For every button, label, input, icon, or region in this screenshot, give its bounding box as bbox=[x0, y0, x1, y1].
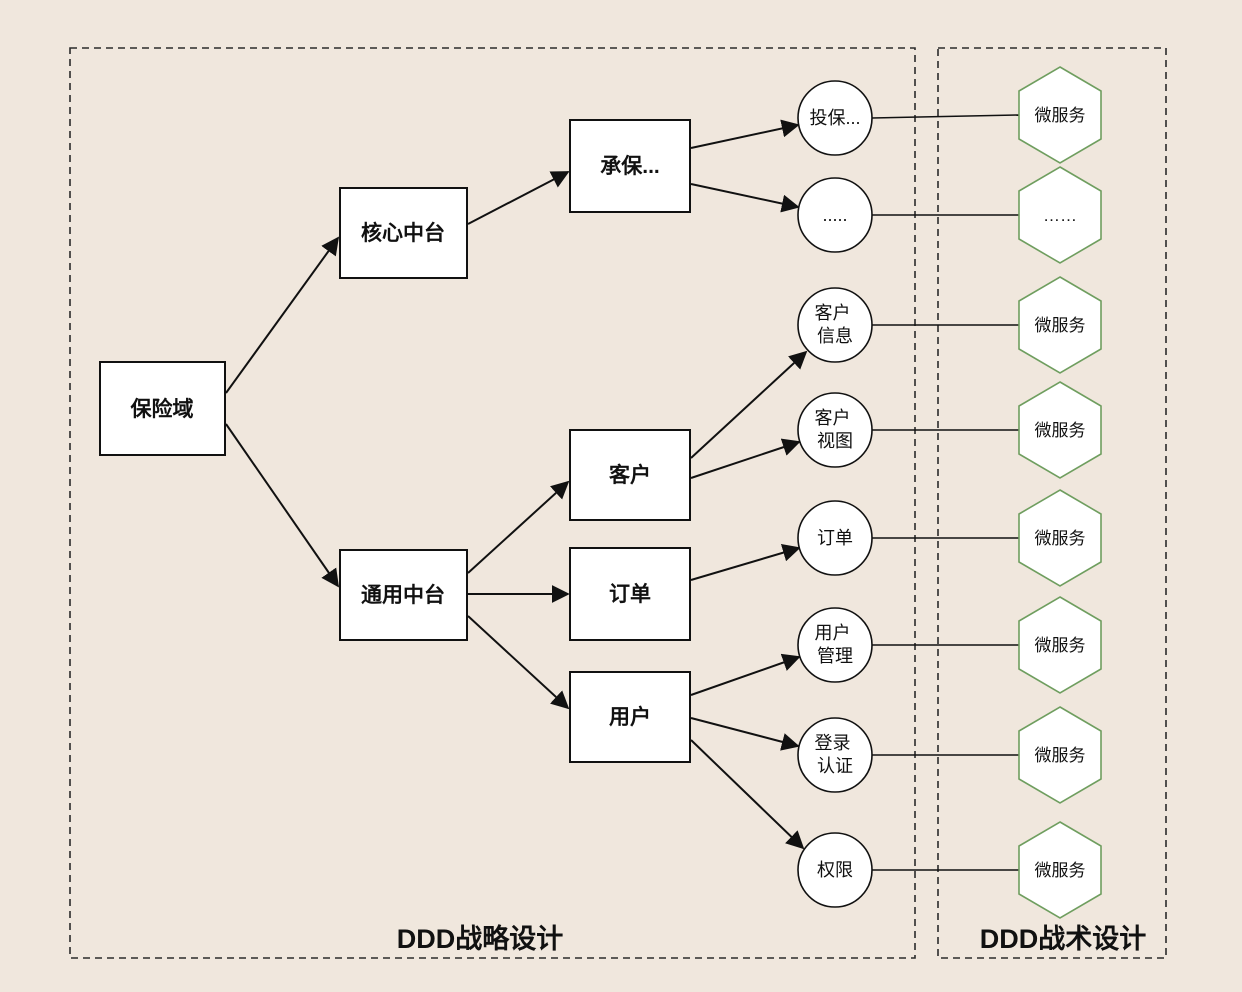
edge-user-to-user-mgmt bbox=[690, 653, 801, 696]
hexagon-shape bbox=[1018, 66, 1102, 164]
customer-label: 客户 bbox=[609, 463, 651, 487]
hexagon-shape bbox=[1018, 381, 1102, 479]
edge-general-platform-to-customer bbox=[467, 480, 570, 574]
connectors bbox=[871, 114, 1020, 871]
ellipsis-circle bbox=[797, 177, 873, 253]
customer-info-circle bbox=[797, 287, 873, 363]
context-toubao: 投保... bbox=[797, 80, 873, 156]
microservice-label: 微服务 bbox=[1035, 316, 1086, 335]
general-platform-label: 通用中台 bbox=[361, 583, 445, 607]
edge-domain-to-core-platform bbox=[225, 236, 340, 394]
customer-box bbox=[569, 429, 691, 521]
login-auth-circle bbox=[797, 717, 873, 793]
node-core-platform: 核心中台 bbox=[339, 187, 468, 279]
customer-view-label: 客户 视图 bbox=[814, 408, 855, 451]
microservice-label: …… bbox=[1043, 206, 1077, 225]
strategic-design-label: DDD战略设计 bbox=[397, 923, 564, 954]
context-permission: 权限 bbox=[797, 832, 873, 908]
microservice-4: 微服务 bbox=[1018, 381, 1102, 479]
microservice-7: 微服务 bbox=[1018, 706, 1102, 804]
microservice-1: 微服务 bbox=[1018, 66, 1102, 164]
user-box bbox=[569, 671, 691, 763]
hexagon-shape bbox=[1018, 166, 1102, 264]
toubao-circle bbox=[797, 80, 873, 156]
login-auth-label: 登录 认证 bbox=[814, 733, 855, 776]
user-mgmt-circle bbox=[797, 607, 873, 683]
customer-info-label: 客户 信息 bbox=[814, 303, 855, 346]
context-user-mgmt: 用户 管理 bbox=[797, 607, 873, 683]
permission-label: 权限 bbox=[817, 860, 853, 880]
general-platform-box bbox=[339, 549, 468, 641]
order-context-label: 订单 bbox=[817, 528, 853, 548]
microservice-8: 微服务 bbox=[1018, 821, 1102, 919]
underwriting-label: 承保... bbox=[600, 155, 660, 178]
node-order: 订单 bbox=[569, 547, 691, 641]
user-mgmt-label: 用户 管理 bbox=[814, 623, 855, 666]
edge-user-to-permission bbox=[690, 739, 805, 850]
hexagon-shape bbox=[1018, 706, 1102, 804]
core-platform-label: 核心中台 bbox=[361, 221, 445, 245]
context-login-auth: 登录 认证 bbox=[797, 717, 873, 793]
ellipsis-label: ..... bbox=[822, 205, 847, 225]
node-customer: 客户 bbox=[569, 429, 691, 521]
order-circle bbox=[797, 500, 873, 576]
user-label: 用户 bbox=[609, 705, 651, 729]
microservice-5: 微服务 bbox=[1018, 489, 1102, 587]
strategic-design-region bbox=[69, 47, 916, 959]
permission-circle bbox=[797, 832, 873, 908]
microservice-label: 微服务 bbox=[1035, 106, 1086, 125]
node-underwriting: 承保... bbox=[569, 119, 691, 213]
microservice-6: 微服务 bbox=[1018, 596, 1102, 694]
microservice-label: 微服务 bbox=[1035, 529, 1086, 548]
edge-customer-to-customer-view bbox=[690, 438, 801, 479]
microservice-label: 微服务 bbox=[1035, 746, 1086, 765]
insurance-domain-label: 保险域 bbox=[130, 397, 194, 421]
context-customer-view: 客户 视图 bbox=[797, 392, 873, 468]
hexagon-shape bbox=[1018, 596, 1102, 694]
tactical-design-region bbox=[937, 47, 1167, 959]
hexagon-shape bbox=[1018, 276, 1102, 374]
hexagon-shape bbox=[1018, 821, 1102, 919]
edge-order-to-order-context bbox=[690, 543, 801, 581]
toubao-label: 投保... bbox=[809, 108, 860, 128]
context-customer-info: 客户 信息 bbox=[797, 287, 873, 363]
hexagon-shape bbox=[1018, 489, 1102, 587]
tactical-design-label: DDD战术设计 bbox=[980, 924, 1147, 954]
customer-view-circle bbox=[797, 392, 873, 468]
connector-toubao-to-microservice bbox=[871, 114, 1020, 119]
edge-core-platform-to-underwriting bbox=[467, 171, 570, 225]
edge-underwriting-to-toubao bbox=[690, 119, 800, 149]
node-general-platform: 通用中台 bbox=[339, 549, 468, 641]
core-platform-box bbox=[339, 187, 468, 279]
order-box bbox=[569, 547, 691, 641]
context-ellipsis: ..... bbox=[797, 177, 873, 253]
order-label: 订单 bbox=[609, 582, 651, 606]
node-insurance-domain: 保险域 bbox=[99, 361, 226, 456]
edges bbox=[225, 119, 808, 850]
edge-general-platform-to-user bbox=[467, 615, 570, 710]
context-order: 订单 bbox=[797, 500, 873, 576]
insurance-domain-box bbox=[99, 361, 226, 456]
microservice-label: 微服务 bbox=[1035, 636, 1086, 655]
microservice-3: 微服务 bbox=[1018, 276, 1102, 374]
edge-customer-to-customer-info bbox=[690, 350, 808, 459]
edge-user-to-login-auth bbox=[690, 717, 800, 751]
edge-domain-to-general-platform bbox=[225, 423, 340, 588]
microservice-label: 微服务 bbox=[1035, 861, 1086, 880]
microservice-2: …… bbox=[1018, 166, 1102, 264]
microservice-label: 微服务 bbox=[1035, 421, 1086, 440]
underwriting-box bbox=[569, 119, 691, 213]
node-user: 用户 bbox=[569, 671, 691, 763]
edge-underwriting-to-ellipsis bbox=[690, 183, 800, 213]
